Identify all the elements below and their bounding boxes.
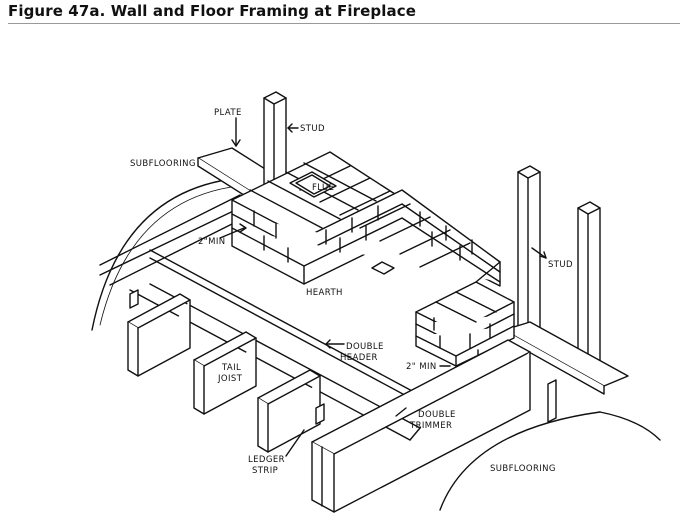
flue (289, 171, 337, 198)
stud-label-left: STUD (300, 124, 325, 134)
stud-label-right: STUD (548, 260, 573, 270)
double-trimmer (311, 339, 531, 513)
title-divider (8, 23, 680, 24)
tail-joist-2 (193, 331, 257, 415)
hearth-label: HEARTH (306, 288, 343, 298)
hearth-opening (371, 261, 395, 275)
tail-joist-label-2: JOIST (217, 374, 243, 384)
ledger-strip-label-1: LEDGER (248, 455, 285, 465)
two-inch-min-label-right: 2" MIN (406, 362, 437, 372)
double-header-label-1: DOUBLE (346, 342, 384, 352)
ledger-strip-label-2: STRIP (252, 466, 278, 476)
flue-label: FLUE (312, 183, 334, 193)
double-trimmer-label-2: TRIMMER (409, 421, 452, 431)
subflooring-left-arc (91, 177, 241, 331)
two-inch-min-label-left: 2"MIN (198, 237, 226, 247)
masonry-front-right (415, 261, 515, 367)
subflooring-right-arc (439, 411, 601, 511)
tail-joist-3 (257, 369, 321, 453)
plate-label: PLATE (214, 108, 242, 118)
right-stud-1 (517, 165, 541, 347)
double-trimmer-label-1: DOUBLE (418, 410, 456, 420)
figure-title: Figure 47a. Wall and Floor Framing at Fi… (8, 2, 416, 20)
ledger-strip (315, 403, 325, 425)
tail-joist-1 (127, 293, 191, 377)
right-stud-2 (577, 201, 601, 369)
subflooring-label-bottom: SUBFLOORING (490, 464, 556, 474)
double-header-label-2: HEADER (340, 353, 378, 363)
tail-joist-label-1: TAIL (221, 363, 241, 373)
subflooring-label-top: SUBFLOORING (130, 159, 196, 169)
